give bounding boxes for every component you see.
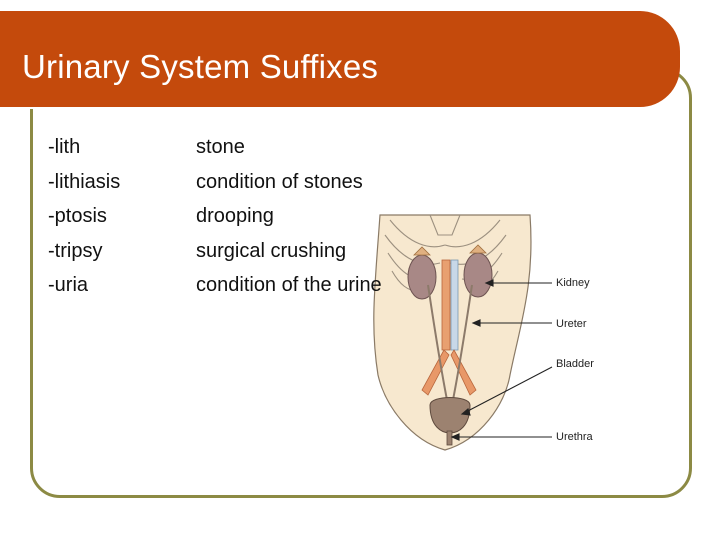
- table-row: -lith stone: [48, 136, 448, 171]
- meaning-cell: drooping: [196, 205, 274, 227]
- suffix-cell: -lithiasis: [48, 170, 121, 193]
- label-ureter: Ureter: [556, 318, 587, 330]
- suffix-cell: -lith: [48, 136, 81, 158]
- table-row: -uria condition of the urine: [48, 274, 448, 309]
- iliac-vessels: [421, 349, 477, 396]
- suffix-cell: -ptosis: [48, 205, 107, 227]
- suffix-cell: -tripsy: [48, 239, 103, 262]
- aorta: [441, 259, 451, 351]
- slide-title: Urinary System Suffixes: [22, 48, 379, 85]
- table-row: -ptosis drooping: [48, 205, 448, 240]
- label-urethra: Urethra: [556, 431, 594, 443]
- urethra: [446, 430, 453, 446]
- meaning-cell: stone: [196, 136, 245, 158]
- bladder: [429, 397, 471, 434]
- meaning-cell: condition of stones: [196, 170, 363, 193]
- suffix-table: -lith stone -lithiasis condition of ston…: [48, 136, 448, 309]
- meaning-cell: condition of the urine: [196, 274, 382, 296]
- right-kidney: [463, 252, 493, 298]
- table-row: -lithiasis condition of stones: [48, 171, 448, 206]
- title-underline: [22, 107, 644, 109]
- urinary-system-illustration: Kidney Ureter Bladder Urethra: [373, 214, 594, 451]
- slide-frame: [30, 68, 692, 498]
- vena-cava: [450, 259, 459, 351]
- meaning-cell: surgical crushing: [196, 239, 347, 262]
- suffix-cell: -uria: [48, 274, 89, 296]
- label-bladder: Bladder: [556, 358, 594, 370]
- table-row: -tripsy surgical crushing: [48, 240, 448, 275]
- label-kidney: Kidney: [556, 277, 590, 289]
- ureters: [427, 284, 473, 406]
- title-bar: Urinary System Suffixes: [0, 11, 680, 109]
